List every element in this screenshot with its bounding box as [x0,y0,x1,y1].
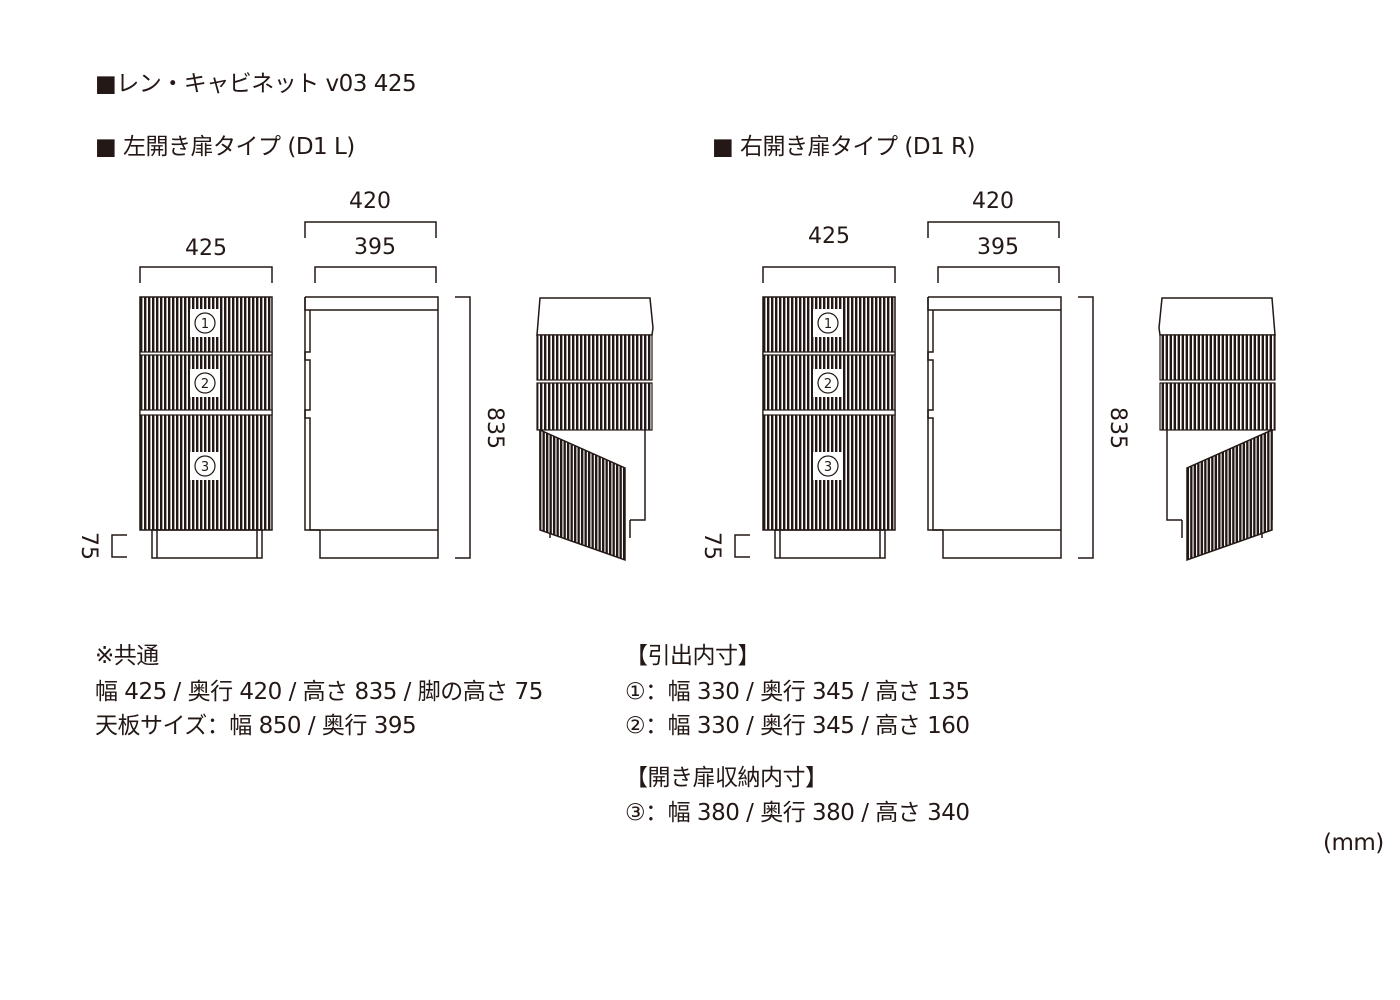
width-dimension-bracket [139,266,273,283]
legs-front [774,529,886,559]
drawer-1 [1159,334,1276,381]
depth-label: 420 [972,189,1014,214]
common-heading: ※共通 [95,643,159,669]
leg-height-label: 75 [699,532,724,560]
drawer-1 [536,334,653,381]
depth-label: 420 [349,189,391,214]
perspective-view [536,297,654,562]
page-title: ■レン・キャビネット v03 425 [95,71,417,97]
drawer-number-circle [194,372,216,394]
drawer-number-circle [194,312,216,334]
width-label: 425 [185,236,227,261]
open-door [1186,428,1273,562]
side-view-front-edge [927,297,943,531]
drawer-2 [536,382,653,431]
height-dimension-bracket [455,296,471,559]
top-depth-dimension-bracket [937,266,1060,283]
drawer-1-inner: ①：幅 330 / 奥行 345 / 高さ 135 [625,679,970,705]
top-depth-label: 395 [354,235,396,260]
side-view [927,296,1062,559]
drawer-gap [139,351,273,356]
drawer-inner-heading: 【引出内寸】 [625,643,761,669]
drawer-number-circle [194,455,216,477]
left-type-heading: ■ 左開き扉タイプ (D1 L) [95,134,355,160]
drawer-number: 1 [201,317,209,332]
width-label: 425 [808,224,850,249]
common-dimensions: 幅 425 / 奥行 420 / 高さ 835 / 脚の高さ 75 [95,679,543,705]
open-door [539,428,626,562]
tabletop [536,297,654,336]
drawer-number: 2 [824,377,832,392]
top-depth-dimension-bracket [314,266,437,283]
left-type-drawing-set: 1 2 3 425 420 395 835 75 [76,189,654,562]
side-view [304,296,439,559]
height-label: 835 [1105,407,1130,449]
depth-dimension-bracket [304,221,437,238]
unit-label: (mm) [1323,830,1384,856]
legs-front [151,529,263,559]
drawer-gap [762,351,896,356]
side-view-front-edge [304,297,320,531]
drawer-number-circle [817,372,839,394]
right-type-heading: ■ 右開き扉タイプ (D1 R) [712,134,975,160]
tabletop [1158,297,1276,336]
door-3-inner: ③：幅 380 / 奥行 380 / 高さ 340 [625,800,970,826]
drawer-2-inner: ②：幅 330 / 奥行 345 / 高さ 160 [625,713,970,739]
drawer-gap [762,409,896,416]
drawer-number: 1 [824,317,832,332]
drawer-number: 3 [824,460,832,475]
drawer-gap [139,409,273,416]
tabletop-size: 天板サイズ：幅 850 / 奥行 395 [95,713,417,739]
top-depth-label: 395 [977,235,1019,260]
height-label: 835 [482,407,507,449]
drawer-2 [1159,382,1276,431]
leg-dimension-bracket [111,534,127,558]
drawer-number-circle [817,312,839,334]
height-dimension-bracket [1078,296,1094,559]
drawer-number-circle [817,455,839,477]
width-dimension-bracket [762,266,896,283]
right-type-drawing-set: 1 2 3 425 420 395 835 75 [699,189,1276,562]
perspective-view [1158,297,1276,562]
door-inner-heading: 【開き扉収納内寸】 [625,765,828,791]
drawer-number: 3 [201,460,209,475]
leg-dimension-bracket [734,534,750,558]
depth-dimension-bracket [927,221,1060,238]
leg-height-label: 75 [76,532,101,560]
drawer-number: 2 [201,377,209,392]
